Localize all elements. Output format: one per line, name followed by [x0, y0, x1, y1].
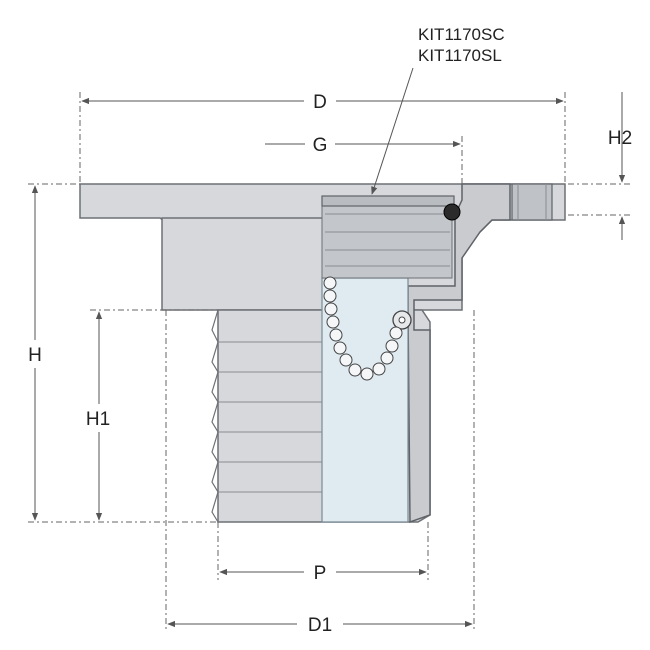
kit-cap	[321, 195, 455, 207]
label-h1: H1	[86, 409, 110, 430]
kit-leader	[371, 67, 414, 195]
thread-lines	[325, 213, 450, 267]
label-g: G	[313, 135, 328, 156]
tail-rib-notches	[211, 309, 219, 523]
gasket	[443, 203, 461, 221]
part-body	[79, 183, 566, 524]
label-d1: D1	[308, 615, 332, 636]
flange-bolt-hole	[511, 183, 553, 221]
label-p: P	[314, 563, 327, 584]
label-h: H	[28, 345, 42, 366]
labels: KIT1170SC KIT1170SL D G H2 H H1 P D1	[18, 25, 632, 637]
label-h2: H2	[608, 128, 632, 149]
kit-code-sc: KIT1170SC	[418, 25, 505, 44]
section-wall	[407, 183, 511, 524]
tail-ribs-left	[218, 341, 322, 493]
retaining-chain	[323, 276, 403, 381]
kit-code-sl: KIT1170SL	[418, 46, 502, 65]
label-d: D	[313, 92, 327, 113]
